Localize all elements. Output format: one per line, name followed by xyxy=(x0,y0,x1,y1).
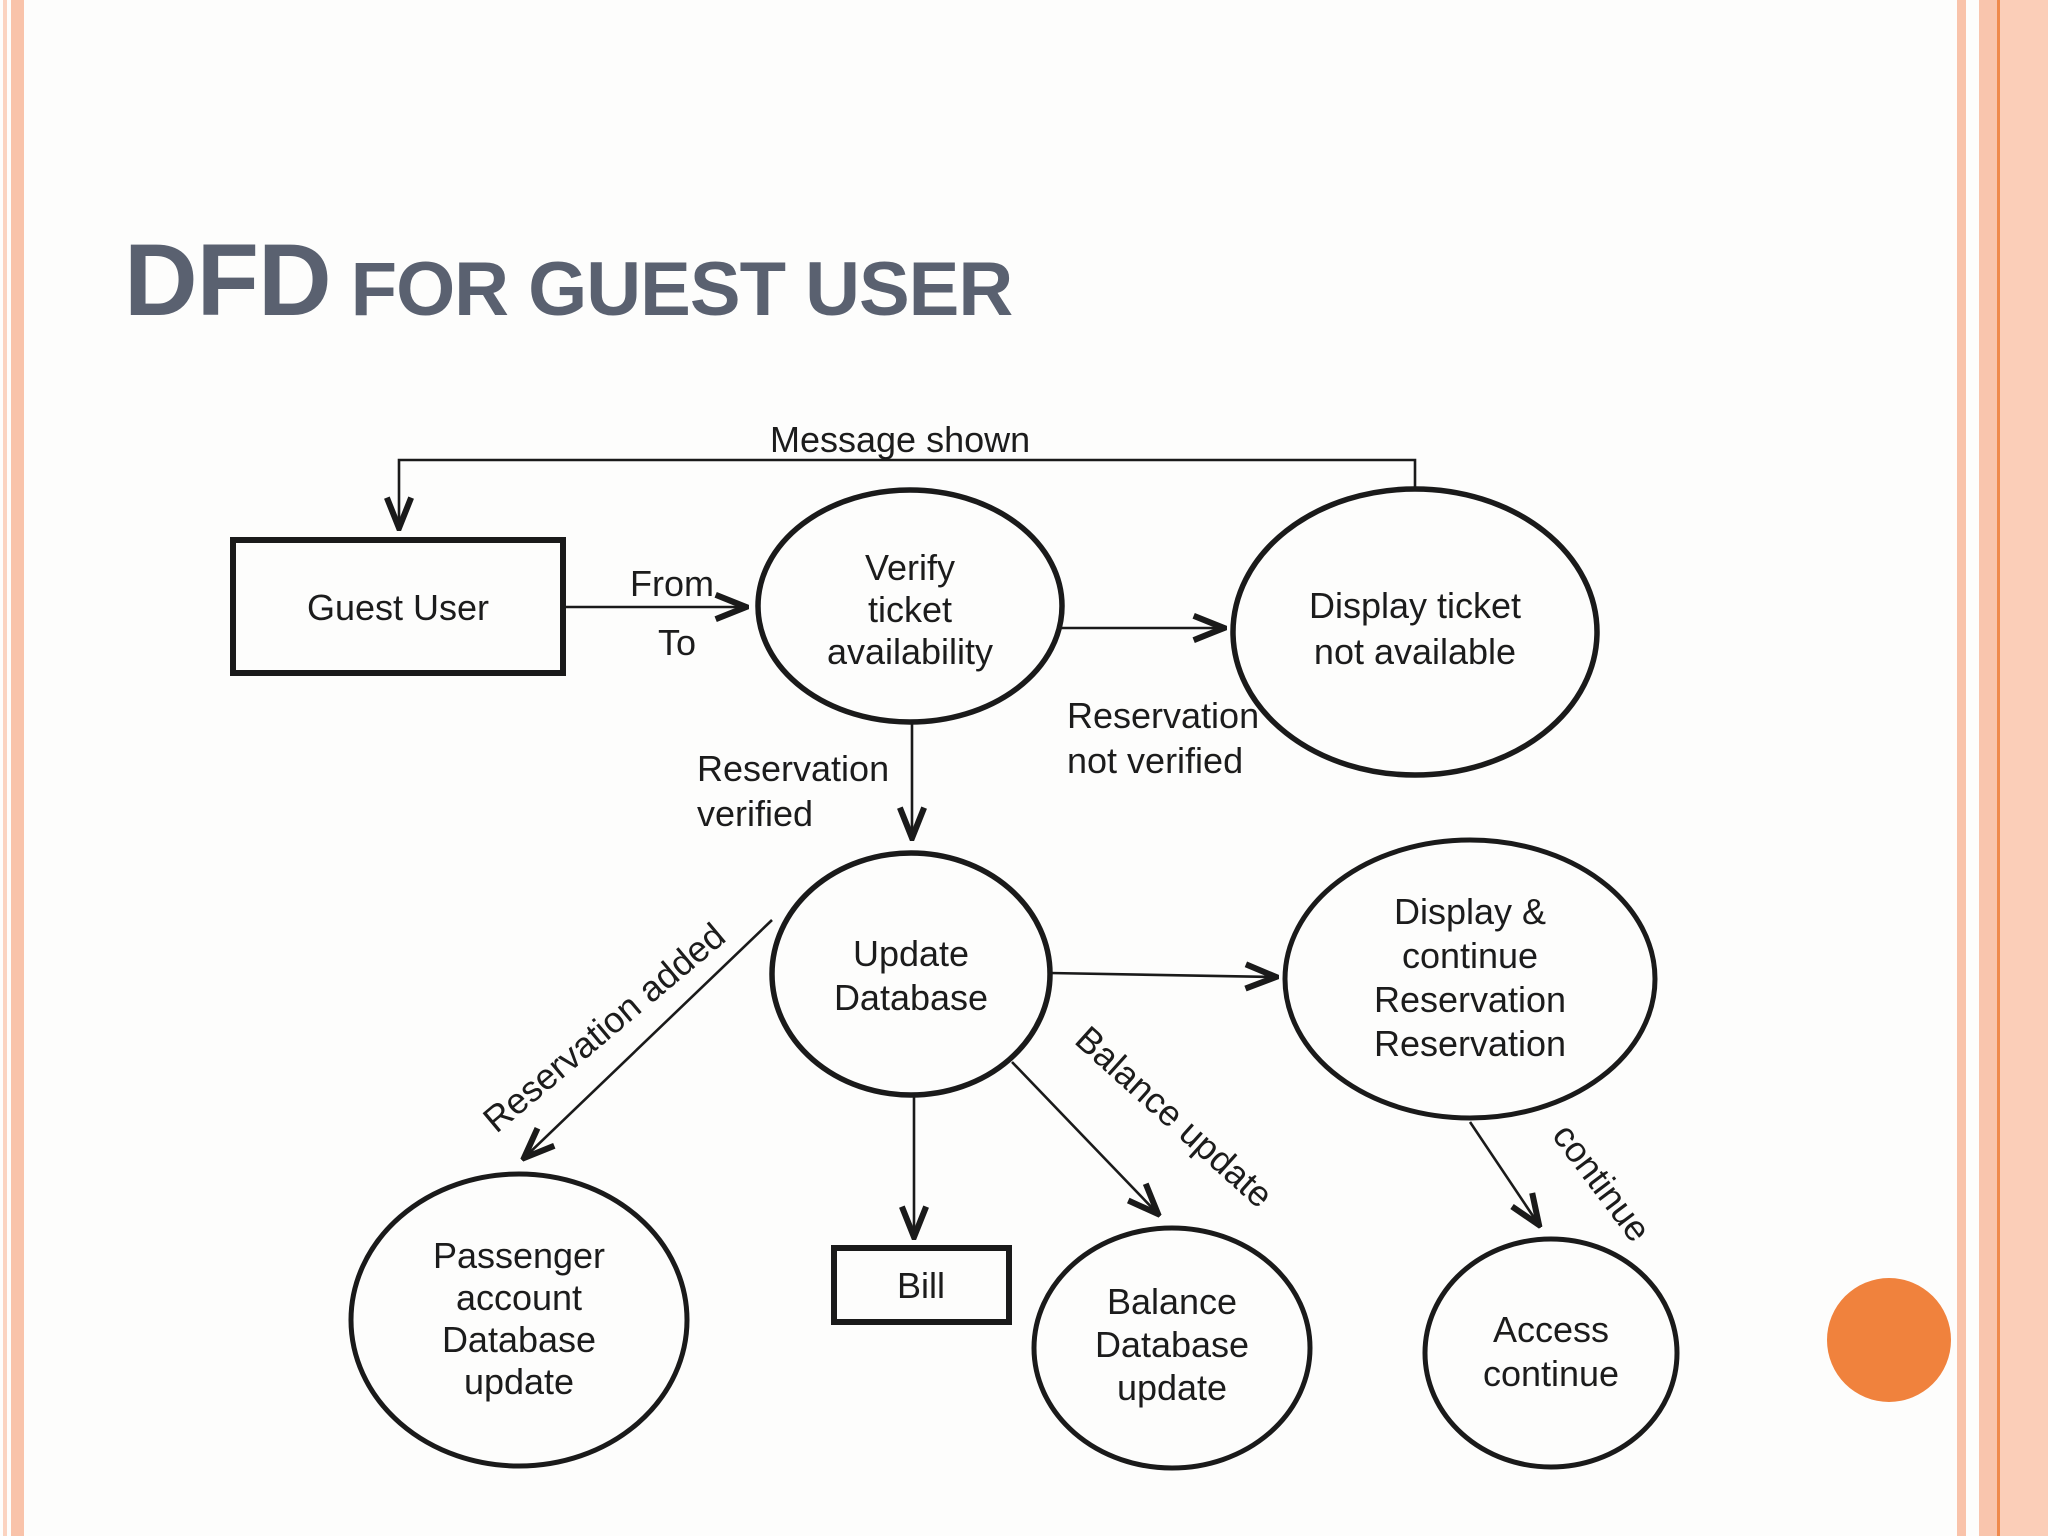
display-ticket-line1: Display ticket xyxy=(1309,585,1521,626)
process-passenger-account-db-update xyxy=(348,1171,690,1469)
balance-line2: Database xyxy=(1095,1324,1249,1365)
display-continue-line4: Reservation xyxy=(1374,1023,1566,1064)
process-balance-database-update xyxy=(1031,1225,1313,1471)
label-message-shown: Message shown xyxy=(770,419,1030,460)
verify-ticket-line2: ticket xyxy=(868,589,952,630)
update-database-line1: Update xyxy=(853,933,969,974)
left-border-thin-stripe xyxy=(3,0,7,1536)
label-to: To xyxy=(658,622,696,663)
label-reservation-verified-2: verified xyxy=(697,793,813,834)
label-reservation-not-verified-1: Reservation xyxy=(1067,695,1259,736)
left-border-stripe xyxy=(11,0,24,1536)
passenger-line1: Passenger xyxy=(433,1235,605,1276)
passenger-line4: update xyxy=(464,1361,574,1402)
flow-balance-update-line xyxy=(1011,1061,1158,1214)
access-line1: Access xyxy=(1493,1309,1609,1350)
flow-update-to-display-continue-line xyxy=(1049,973,1276,977)
process-display-continue-reservation xyxy=(1282,837,1658,1121)
passenger-line3: Database xyxy=(442,1319,596,1360)
right-border-band-inner xyxy=(1979,0,1997,1536)
label-reservation-added: Reservation added xyxy=(475,915,733,1141)
guest-user-label: Guest User xyxy=(307,587,489,628)
label-reservation-verified-1: Reservation xyxy=(697,748,889,789)
label-from: From xyxy=(630,563,714,604)
process-display-ticket-not-available xyxy=(1230,486,1600,778)
label-balance-update: Balance update xyxy=(1068,1018,1281,1216)
title-rest: FOR GUEST USER xyxy=(350,247,1014,333)
balance-line3: update xyxy=(1117,1367,1227,1408)
process-verify-ticket xyxy=(755,487,1065,725)
update-database-line2: Database xyxy=(834,977,988,1018)
process-update-database xyxy=(769,850,1053,1098)
title-lead: DFD xyxy=(124,223,332,338)
balance-line1: Balance xyxy=(1107,1281,1237,1322)
bill-label: Bill xyxy=(897,1265,945,1306)
access-line2: continue xyxy=(1483,1353,1619,1394)
passenger-line2: account xyxy=(456,1277,582,1318)
display-continue-line3: Reservation xyxy=(1374,979,1566,1020)
right-border-accent-line xyxy=(1997,0,2000,1536)
guest-user-box xyxy=(230,537,566,676)
decorative-orange-circle xyxy=(1827,1278,1951,1402)
display-continue-line1: Display & xyxy=(1394,891,1546,932)
verify-ticket-line3: availability xyxy=(827,631,993,672)
display-ticket-line2: not available xyxy=(1314,631,1516,672)
verify-ticket-line1: Verify xyxy=(865,547,955,588)
page-title: DFD FOR GUEST USER xyxy=(124,223,1014,338)
flow-continue-line xyxy=(1468,1121,1539,1225)
flow-reservation-added-line xyxy=(524,919,773,1158)
label-continue: continue xyxy=(1545,1116,1660,1249)
process-access-continue xyxy=(1422,1236,1680,1470)
display-continue-line2: continue xyxy=(1402,935,1538,976)
flow-message-shown-line xyxy=(399,458,1417,528)
right-border-band xyxy=(1979,0,2048,1536)
label-reservation-not-verified-2: not verified xyxy=(1067,740,1243,781)
right-border-stripe xyxy=(1957,0,1966,1536)
bill-box xyxy=(831,1245,1012,1325)
